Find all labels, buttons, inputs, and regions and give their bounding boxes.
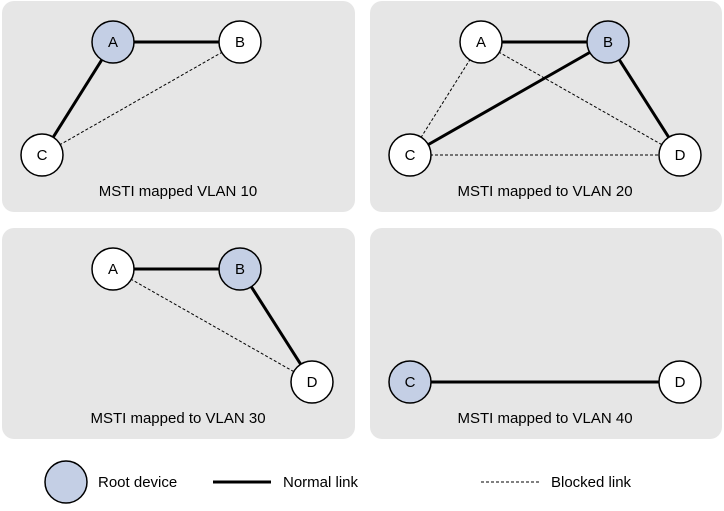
node-circle	[91, 20, 135, 64]
node-label: A	[476, 34, 486, 51]
blocked-link-a-d	[112, 268, 313, 383]
normal-link-b-d	[238, 268, 314, 383]
device-node-b-root: B	[586, 20, 630, 64]
panel-background	[2, 1, 355, 212]
node-label: B	[235, 34, 245, 51]
node-label: A	[108, 261, 118, 278]
node-circle	[91, 247, 135, 291]
panel-caption: MSTI mapped VLAN 10	[99, 183, 257, 200]
panel-background	[370, 228, 722, 439]
node-circle	[388, 133, 432, 177]
device-node-a: A	[459, 20, 503, 64]
device-node-c-root: C	[388, 360, 432, 404]
device-node-d: D	[290, 360, 334, 404]
node-label: C	[37, 147, 48, 164]
node-circle	[388, 360, 432, 404]
node-label: B	[603, 34, 613, 51]
panel-background	[2, 228, 355, 439]
node-circle	[658, 360, 702, 404]
panel-caption: MSTI mapped to VLAN 30	[90, 410, 265, 427]
device-node-b: B	[218, 20, 262, 64]
normal-link-b-d	[606, 41, 682, 156]
node-circle	[290, 360, 334, 404]
node-label: B	[235, 261, 245, 278]
device-node-a-root: A	[91, 20, 135, 64]
panel-background	[370, 1, 722, 212]
legend-root-label: Root device	[98, 474, 177, 491]
panel-2: A B C D MSTI mapped to VLAN 20	[370, 1, 722, 212]
device-node-d: D	[658, 133, 702, 177]
node-circle	[20, 133, 64, 177]
node-circle	[586, 20, 630, 64]
panel-4: C D MSTI mapped to VLAN 40	[370, 228, 722, 439]
node-circle	[218, 20, 262, 64]
panel-caption: MSTI mapped to VLAN 20	[457, 183, 632, 200]
normal-link-b-c	[409, 40, 609, 157]
node-circle	[459, 20, 503, 64]
device-node-a: A	[91, 247, 135, 291]
node-label: D	[307, 374, 318, 391]
node-label: C	[405, 147, 416, 164]
panel-caption: MSTI mapped to VLAN 40	[457, 410, 632, 427]
blocked-link-a-d	[480, 41, 681, 156]
legend-blocked-label: Blocked link	[551, 474, 632, 491]
blocked-link-c-b	[41, 41, 241, 156]
legend: Root device Normal link Blocked link	[44, 460, 632, 504]
node-label: D	[675, 374, 686, 391]
device-node-c: C	[388, 133, 432, 177]
blocked-link-a-c	[409, 41, 482, 156]
device-node-d: D	[658, 360, 702, 404]
node-label: A	[108, 34, 118, 51]
panels-layer: A B C MSTI mapped VLAN 10 A B C D MSTI mapped to…	[2, 1, 722, 439]
panel-1: A B C MSTI mapped VLAN 10	[2, 1, 355, 212]
node-circle	[658, 133, 702, 177]
node-circle	[218, 247, 262, 291]
legend-root-swatch	[44, 460, 88, 504]
normal-link-a-c	[40, 41, 115, 156]
device-node-c: C	[20, 133, 64, 177]
panel-3: A B D MSTI mapped to VLAN 30	[2, 228, 355, 439]
node-label: C	[405, 374, 416, 391]
legend-normal-label: Normal link	[283, 474, 359, 491]
device-node-b-root: B	[218, 247, 262, 291]
node-label: D	[675, 147, 686, 164]
